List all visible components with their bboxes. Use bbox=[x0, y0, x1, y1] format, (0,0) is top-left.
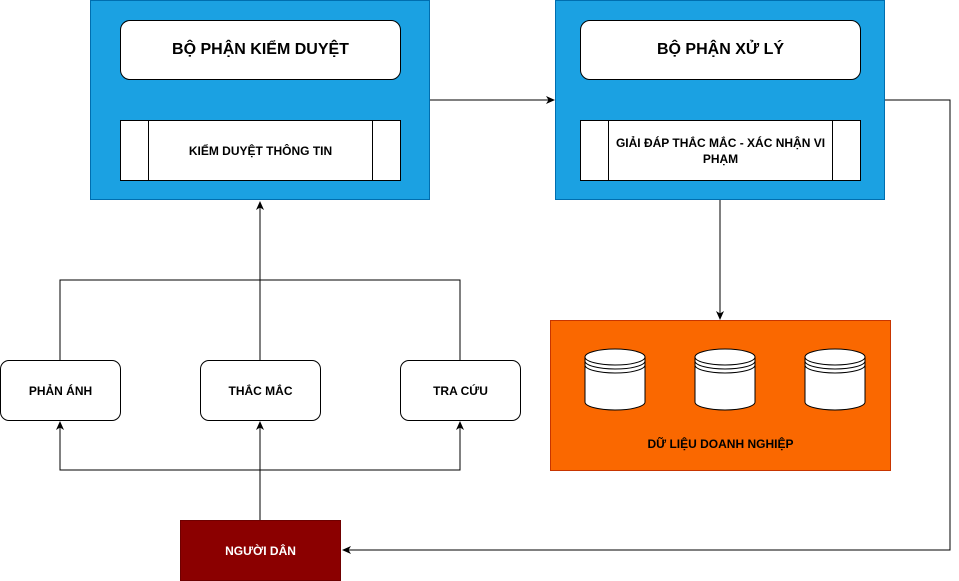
database-icon bbox=[584, 348, 646, 411]
arrow-citizen-to-lookup bbox=[260, 421, 464, 471]
request-question-label: THẮC MẮC bbox=[228, 383, 293, 398]
database-icon bbox=[694, 348, 756, 411]
process-left-bar bbox=[608, 121, 609, 180]
citizen-label: NGƯỜI DÂN bbox=[225, 543, 296, 558]
moderation-process-label: KIỂM DUYỆT THÔNG TIN bbox=[188, 143, 333, 158]
request-question[interactable]: THẮC MẮC bbox=[200, 360, 321, 421]
moderation-process[interactable]: KIỂM DUYỆT THÔNG TIN bbox=[120, 120, 401, 181]
request-feedback[interactable]: PHẢN ÁNH bbox=[0, 360, 121, 421]
moderation-header-label: BỘ PHẬN KIỂM DUYỆT bbox=[172, 41, 349, 58]
arrow-processing-to-citizen bbox=[342, 99, 951, 554]
processing-process-label: GIẢI ĐÁP THẮC MẮC - XÁC NHẬN VI PHẠM bbox=[615, 135, 826, 166]
processing-process[interactable]: GIẢI ĐÁP THẮC MẮC - XÁC NHẬN VI PHẠM bbox=[580, 120, 861, 181]
process-left-bar bbox=[148, 121, 149, 180]
processing-header[interactable]: BỘ PHẬN XỬ LÝ bbox=[580, 20, 861, 80]
process-right-bar bbox=[832, 121, 833, 180]
processing-header-label: BỘ PHẬN XỬ LÝ bbox=[656, 41, 785, 58]
request-lookup-label: TRA CỨU bbox=[433, 383, 488, 398]
arrow-citizen-to-feedback bbox=[56, 421, 260, 471]
citizen-box[interactable]: NGƯỜI DÂN bbox=[180, 520, 341, 581]
database-icon bbox=[804, 348, 866, 411]
request-feedback-label: PHẢN ÁNH bbox=[28, 383, 93, 398]
moderation-header[interactable]: BỘ PHẬN KIỂM DUYỆT bbox=[120, 20, 401, 80]
process-right-bar bbox=[372, 121, 373, 180]
request-lookup[interactable]: TRA CỨU bbox=[400, 360, 521, 421]
enterprise-data-label: DỮ LIỆU DOANH NGHIỆP bbox=[647, 437, 794, 451]
